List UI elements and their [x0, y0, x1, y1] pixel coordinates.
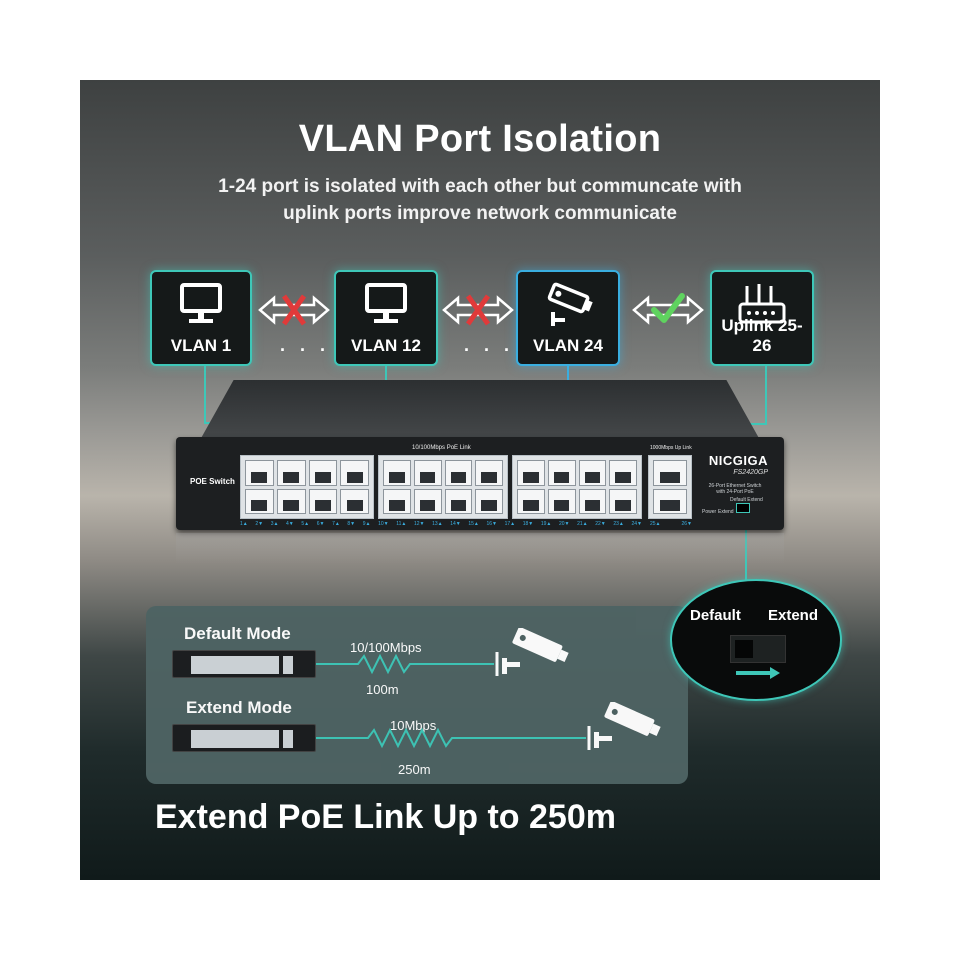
port-number-20: 20▼: [558, 521, 570, 527]
switch-top-cover: [200, 380, 760, 440]
port-number-9: 9▲: [362, 521, 371, 527]
port-header: 10/100Mbps PoE Link: [412, 445, 471, 451]
port-number-6: 6▼: [316, 521, 325, 527]
poe-switch: POE Switch 10/100Mbps PoE Link 1000Mbps …: [176, 437, 784, 530]
monitor-icon: [152, 282, 250, 326]
router-icon: [712, 282, 812, 328]
port-number-12: 12▼: [413, 521, 425, 527]
allowed-link-arrow: [632, 290, 704, 335]
led-power-label: Power: [702, 509, 717, 515]
led-extend-label: Extend: [718, 509, 734, 515]
switch-desc-1: 26-Port Ethernet Switch: [708, 483, 762, 489]
port-group-3: [512, 455, 642, 519]
port-number-13: 13▲: [432, 521, 443, 527]
port-group-2: [378, 455, 508, 519]
vlan-1-label: VLAN 1: [170, 336, 232, 355]
uplink-box: Uplink 25-26: [710, 270, 814, 366]
cable-lines: [316, 652, 591, 750]
port-number-19: 19▲: [540, 521, 552, 527]
extend-mode-switch-image: [172, 724, 316, 752]
extend-mode-distance: 250m: [398, 762, 431, 777]
page-title: VLAN Port Isolation: [298, 118, 662, 160]
product-infographic: VLAN Port Isolation 1-24 port is isolate…: [80, 80, 880, 880]
port-group-1: [240, 455, 374, 519]
cross-icon: [281, 294, 307, 326]
switch-reflection: [176, 533, 784, 563]
modes-panel: Default Mode 10/100Mbps 100m Extend Mode…: [146, 606, 688, 784]
port-number-4: 4▼: [286, 521, 294, 527]
blocked-link-arrow-2: [442, 290, 514, 335]
port-number-2: 2▼: [255, 521, 264, 527]
subtitle-line-2: uplink ports improve network communicate: [283, 203, 677, 224]
footer-headline: Extend PoE Link Up to 250m: [155, 798, 616, 836]
dip-switch-zoom: Default Extend: [670, 579, 842, 701]
default-mode-distance: 100m: [366, 682, 399, 697]
port-number-11: 11▲: [396, 521, 407, 527]
port-number-22: 22▼: [595, 521, 606, 527]
port-number-row: 1▲ 2▼ 3▲ 4▼ 5▲ 6▼ 7▲ 8▼ 9▲ 10▼ 11▲ 12▼ 13▲ 14▼ 15▲ 16▼ 1…: [240, 521, 642, 529]
default-mode-speed: 10/100Mbps: [350, 640, 422, 655]
switch-desc-2: with 24-Port PoE: [716, 489, 754, 495]
port-number-10: 10▼: [378, 521, 389, 527]
extend-mode-title: Extend Mode: [186, 698, 292, 717]
port-number-8: 8▼: [347, 521, 356, 527]
uplink-label: Uplink 25-26: [721, 316, 803, 355]
monitor-icon: [336, 282, 436, 326]
port-number-21: 21▲: [577, 521, 588, 527]
uplink-number-2: 26▼: [681, 521, 692, 527]
port-number-1: 1▲: [240, 521, 248, 527]
dip-switch-closeup[interactable]: [730, 635, 786, 663]
port-number-15: 15▲: [468, 521, 479, 527]
poe-switch-label: POE Switch: [190, 477, 235, 486]
uplink-number-1: 25▲: [650, 521, 661, 527]
camera-icon: [498, 627, 578, 683]
vlan-24-box: VLAN 24: [516, 270, 620, 366]
port-number-24: 24▼: [631, 521, 642, 527]
port-number-7: 7▲: [332, 521, 340, 527]
port-number-5: 5▲: [301, 521, 310, 527]
vlan-1-box: VLAN 1: [150, 270, 252, 366]
separator-dots-2: . . .: [464, 335, 515, 355]
camera-icon: [590, 701, 670, 757]
separator-dots-1: . . .: [280, 335, 331, 355]
default-mode-title: Default Mode: [184, 624, 291, 643]
vlan-12-box: VLAN 12: [334, 270, 438, 366]
port-number-14: 14▼: [450, 521, 461, 527]
uplink-number-row: 25▲ 26▼: [650, 521, 692, 529]
vlan-12-label: VLAN 12: [351, 336, 421, 355]
port-number-3: 3▲: [270, 521, 279, 527]
model-number: FS2420GP: [733, 469, 768, 476]
subtitle-line-1: 1-24 port is isolated with each other bu…: [218, 176, 742, 197]
port-number-17: 17▲: [504, 521, 516, 527]
camera-icon: [518, 282, 618, 328]
check-icon: [651, 293, 685, 323]
blocked-link-arrow-1: [258, 290, 330, 335]
brand-name: NICGIGA: [708, 453, 768, 468]
dip-label: Default Extend: [730, 497, 763, 503]
port-number-18: 18▼: [522, 521, 534, 527]
zoom-default-label: Default: [690, 607, 741, 624]
cross-icon: [465, 294, 491, 326]
dip-switch[interactable]: [736, 503, 750, 513]
vlan-24-label: VLAN 24: [533, 336, 603, 355]
arrow-right-icon: [734, 665, 784, 686]
uplink-header: 1000Mbps Up Link: [650, 445, 692, 451]
extend-mode-speed: 10Mbps: [390, 718, 437, 733]
port-number-23: 23▲: [613, 521, 624, 527]
zoom-extend-label: Extend: [768, 607, 819, 624]
default-mode-switch-image: [172, 650, 316, 678]
uplink-ports: [648, 455, 692, 519]
port-number-16: 16▼: [486, 521, 497, 527]
